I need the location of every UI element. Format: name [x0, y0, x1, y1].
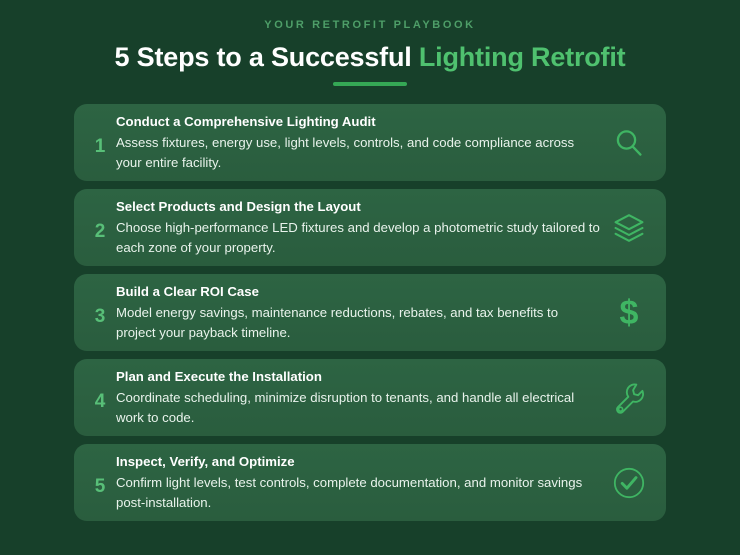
step-body: Conduct a Comprehensive Lighting Audit A… — [114, 113, 606, 172]
step-title: Select Products and Design the Layout — [116, 199, 361, 214]
title-underline — [333, 82, 407, 86]
step-description: Assess fixtures, energy use, light level… — [116, 135, 575, 170]
step-title: Inspect, Verify, and Optimize — [116, 454, 295, 469]
search-icon — [606, 120, 652, 166]
step-description: Model energy savings, maintenance reduct… — [116, 305, 559, 340]
page-title-main: 5 Steps to a Successful — [114, 42, 419, 72]
dollar-glyph: $ — [619, 293, 639, 332]
step-body: Build a Clear ROI Case Model energy savi… — [114, 283, 606, 342]
step-number: 5 — [94, 476, 106, 497]
steps-list: 1 Conduct a Comprehensive Lighting Audit… — [0, 104, 740, 521]
step-description: Coordinate scheduling, minimize disrupti… — [116, 390, 575, 425]
step-body: Plan and Execute the Installation Coordi… — [114, 368, 606, 427]
step-description: Confirm light levels, test controls, com… — [116, 475, 583, 510]
step-number: 3 — [94, 306, 106, 327]
step-number: 4 — [94, 391, 106, 412]
step-body: Inspect, Verify, and Optimize Confirm li… — [114, 453, 606, 512]
check-circle-icon — [606, 460, 652, 506]
page-title: 5 Steps to a Successful Lighting Retrofi… — [0, 40, 740, 74]
step-title: Build a Clear ROI Case — [116, 284, 259, 299]
layers-icon — [606, 205, 652, 251]
step-card[interactable]: 5 Inspect, Verify, and Optimize Confirm … — [74, 444, 666, 521]
step-number: 2 — [94, 221, 106, 242]
step-card[interactable]: 3 Build a Clear ROI Case Model energy sa… — [74, 274, 666, 351]
step-title: Conduct a Comprehensive Lighting Audit — [116, 114, 376, 129]
step-card[interactable]: 4 Plan and Execute the Installation Coor… — [74, 359, 666, 436]
poster-header: YOUR RETROFIT PLAYBOOK 5 Steps to a Succ… — [0, 0, 740, 86]
wrench-icon — [606, 375, 652, 421]
dollar-icon: $ — [606, 290, 652, 336]
step-card[interactable]: 2 Select Products and Design the Layout … — [74, 189, 666, 266]
eyebrow-label: YOUR RETROFIT PLAYBOOK — [264, 19, 476, 31]
page-title-accent: Lighting Retrofit — [418, 42, 626, 72]
step-description: Choose high-performance LED fixtures and… — [116, 220, 600, 255]
step-title: Plan and Execute the Installation — [116, 369, 322, 384]
step-body: Select Products and Design the Layout Ch… — [114, 198, 606, 257]
step-card[interactable]: 1 Conduct a Comprehensive Lighting Audit… — [74, 104, 666, 181]
step-number: 1 — [94, 136, 106, 157]
